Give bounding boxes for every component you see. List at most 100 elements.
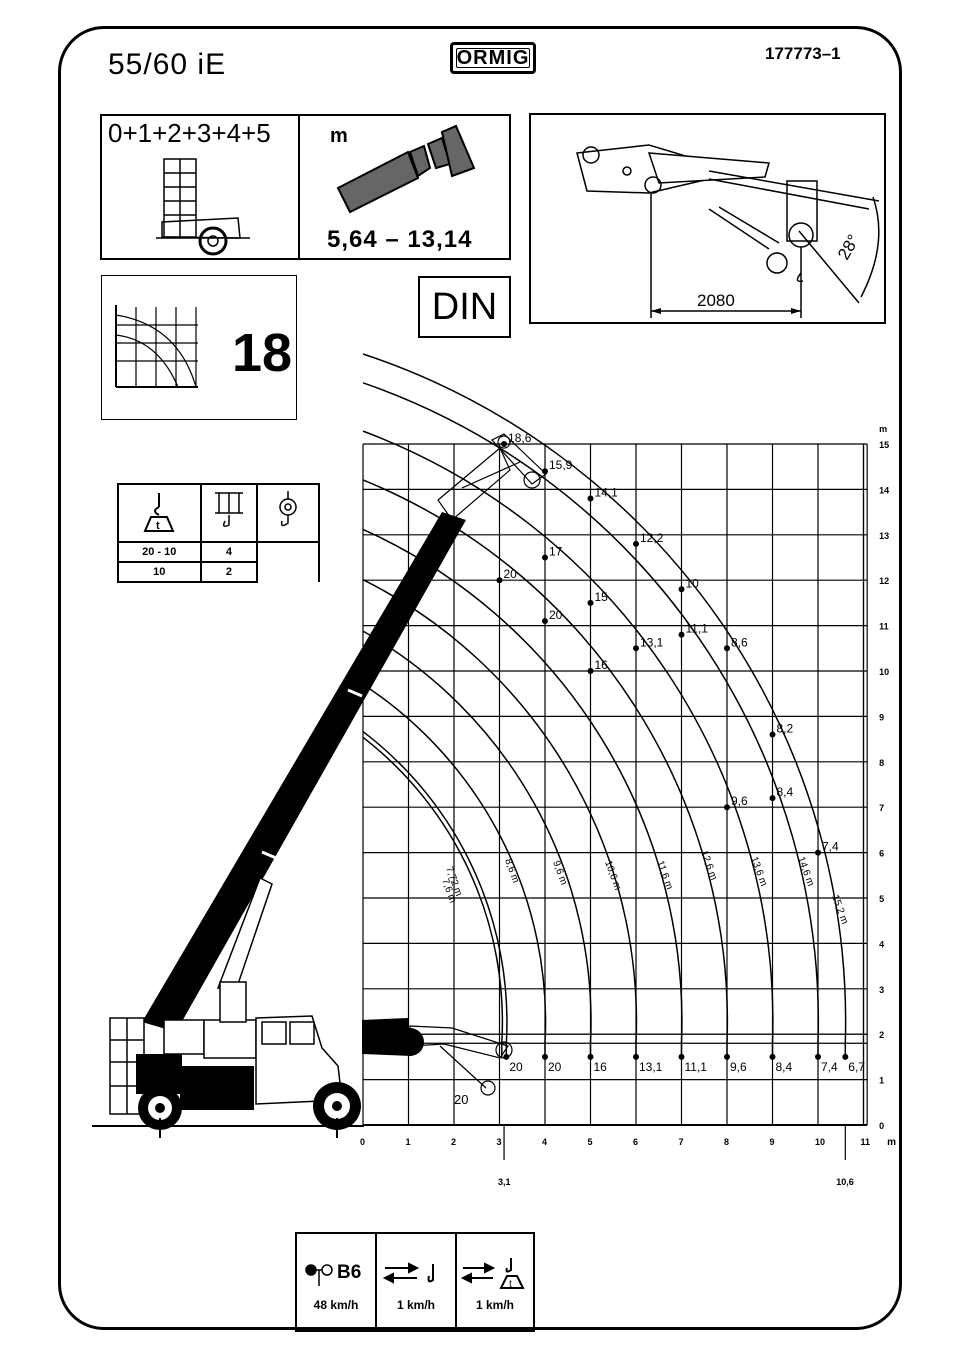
grid-icon <box>115 305 198 388</box>
jib-offset-label: 2080 <box>697 291 735 310</box>
arc-length-label: 10,6 m <box>602 859 623 891</box>
y-tick-label: 6 <box>879 849 884 859</box>
load-point <box>503 1053 510 1060</box>
load-point <box>542 468 548 475</box>
hook-load-label: 20 <box>454 1092 468 1107</box>
travel-road-label: B6 <box>337 1262 361 1283</box>
speed-class-box <box>101 275 297 420</box>
load-point <box>724 1053 730 1060</box>
radius-arc <box>362 430 774 1044</box>
y-tick-label: 11 <box>879 622 889 632</box>
load-point <box>587 599 594 606</box>
x-tick-label: 3 <box>497 1137 502 1147</box>
radius-max-label: 10,6 <box>836 1177 854 1187</box>
falls-2: 2 <box>199 561 259 583</box>
load-point-label: 20 <box>504 567 518 581</box>
y-tick-label: 2 <box>879 1030 884 1040</box>
radius-arc <box>362 353 847 1044</box>
arc-length-label: 14,6 m <box>795 855 816 887</box>
load-point <box>633 645 639 652</box>
x-tick-label: 2 <box>451 1137 456 1147</box>
crane-silhouette <box>92 433 547 1138</box>
falls-1: 4 <box>199 541 259 563</box>
y-tick-label: 9 <box>879 712 884 722</box>
load-point <box>587 1053 594 1060</box>
y-tick-label: 7 <box>879 803 884 813</box>
x-tick-label: 5 <box>588 1137 593 1147</box>
load-point <box>633 1053 639 1060</box>
load-point-label: 16 <box>595 658 609 672</box>
load-point <box>587 495 594 502</box>
counterweight-icon <box>156 158 250 256</box>
ground-load-label: 9,6 <box>730 1060 747 1074</box>
brand-logo: ORMIG <box>450 42 536 74</box>
load-point-label: 9,6 <box>731 794 748 808</box>
load-point <box>769 1053 776 1060</box>
ground-load-label: 8,4 <box>776 1060 793 1074</box>
x-tick-label: 6 <box>633 1137 638 1147</box>
x-tick-label: 7 <box>679 1137 684 1147</box>
travel-crawl-speed: 1 km/h <box>396 1298 435 1312</box>
radius-arc <box>362 736 504 1044</box>
load-point-label: 8,4 <box>777 785 794 799</box>
travel-table: B6 48 km/h 1 km/h t 1 km/h <box>295 1232 535 1332</box>
arc-length-label: 11,6 m <box>654 859 675 891</box>
load-point <box>724 645 730 652</box>
load-point <box>815 849 821 856</box>
y-tick-label: 0 <box>879 1121 884 1131</box>
ground-load-label: 13,1 <box>639 1060 663 1074</box>
load-point-label: 15,9 <box>549 458 573 472</box>
load-point-label: 8,2 <box>777 722 794 736</box>
travel-crawl-cell: 1 km/h <box>377 1234 457 1330</box>
load-point-label: 7,4 <box>822 840 839 854</box>
x-tick-label: 9 <box>770 1137 775 1147</box>
x-tick-label: 1 <box>406 1137 411 1147</box>
x-tick-label: 0 <box>360 1137 365 1147</box>
y-tick-label: 15 <box>879 440 889 450</box>
y-tick-label: 3 <box>879 985 884 995</box>
radius-arc <box>362 730 508 1044</box>
load-range-2: 10 <box>117 561 202 583</box>
arc-length-label: 13,6 m <box>748 855 769 887</box>
travel-load-label: t <box>509 1279 512 1290</box>
load-point-label: 11,1 <box>686 622 709 636</box>
y-tick-label: 8 <box>879 758 884 768</box>
travel-load-cell: t 1 km/h <box>457 1234 533 1330</box>
load-point <box>542 1053 548 1060</box>
load-point <box>724 804 730 811</box>
travel-road-cell: B6 48 km/h <box>297 1234 377 1330</box>
x-tick-label: 10 <box>815 1137 825 1147</box>
load-point-label: 8,6 <box>731 635 748 649</box>
load-point <box>587 668 594 674</box>
y-unit-label: m <box>879 424 887 434</box>
y-tick-label: 5 <box>879 894 884 904</box>
load-point <box>542 554 548 561</box>
load-point-label: 20 <box>549 608 563 622</box>
ground-load-label: 20 <box>548 1060 562 1074</box>
speed-class: 18 <box>232 323 293 383</box>
load-point <box>501 441 508 447</box>
model-name: 55/60 iE <box>108 48 227 81</box>
radius-arc <box>362 579 638 1044</box>
load-point <box>633 540 639 547</box>
load-point <box>769 731 776 738</box>
load-point-label: 18,6 <box>508 431 532 445</box>
load-point <box>496 577 503 584</box>
x-tick-label: 8 <box>724 1137 729 1147</box>
y-tick-label: 4 <box>879 939 884 949</box>
jib-icon <box>336 124 476 214</box>
document-number: 177773–1 <box>765 44 841 63</box>
load-point <box>769 795 776 802</box>
load-point <box>815 1053 821 1060</box>
y-tick-label: 13 <box>879 531 889 541</box>
load-point <box>842 1053 849 1060</box>
load-range-1: 20 - 10 <box>117 541 202 563</box>
y-tick-label: 1 <box>879 1076 884 1086</box>
jib-detail-box <box>529 113 886 324</box>
radius-arc <box>362 382 820 1044</box>
jib-detail-drawing: 2080 28° <box>576 144 880 318</box>
arc-length-label: 9,6 m <box>550 859 569 886</box>
config-box <box>100 114 511 260</box>
travel-load-speed: 1 km/h <box>475 1298 514 1312</box>
